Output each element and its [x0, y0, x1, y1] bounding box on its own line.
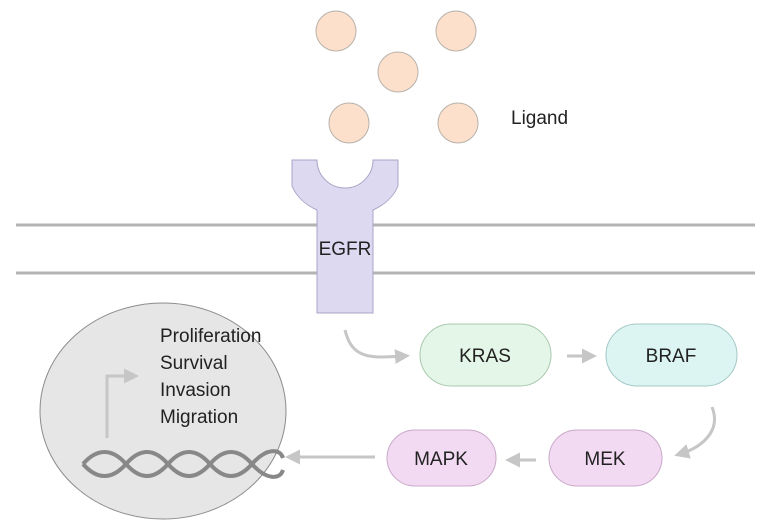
- node-mek: MEK: [548, 429, 663, 487]
- receptor-label: EGFR: [319, 239, 372, 260]
- cell-membrane: [16, 223, 755, 275]
- outcome-migration: Migration: [160, 407, 238, 428]
- node-braf-label: BRAF: [646, 346, 697, 367]
- node-kras: KRAS: [419, 323, 552, 387]
- ligand-group: Ligand: [315, 10, 568, 144]
- node-mapk: MAPK: [386, 429, 497, 487]
- node-kras-label: KRAS: [459, 346, 511, 367]
- ligand-circle: [435, 10, 477, 52]
- egfr-receptor: EGFR: [291, 159, 399, 314]
- node-mapk-box: [386, 429, 497, 487]
- nucleus-ellipse: [39, 302, 287, 520]
- node-braf: BRAF: [605, 323, 738, 387]
- receptor-body: [291, 159, 399, 314]
- ligand-label: Ligand: [511, 108, 568, 129]
- node-mek-label: MEK: [584, 449, 626, 470]
- outcome-proliferation: Proliferation: [160, 326, 261, 347]
- ligand-circle: [328, 102, 370, 144]
- node-mek-box: [548, 429, 663, 487]
- outcome-survival: Survival: [160, 353, 228, 374]
- nucleus: Proliferation Survival Invasion Migratio…: [39, 302, 287, 520]
- signal-arrows: [285, 329, 716, 468]
- node-kras-box: [419, 323, 552, 387]
- ligand-circle: [437, 102, 479, 144]
- outcome-invasion: Invasion: [160, 380, 231, 401]
- ligand-circle: [315, 10, 357, 52]
- dna-strand: [81, 449, 285, 478]
- transcription-arrow: [105, 368, 139, 438]
- node-mapk-label: MAPK: [414, 449, 468, 470]
- outcome-list: Proliferation Survival Invasion Migratio…: [160, 326, 261, 428]
- node-braf-box: [605, 323, 738, 387]
- arrow-egfr-to-kras: [343, 329, 410, 365]
- dna-strand: [81, 450, 285, 479]
- dna-helix: [81, 449, 285, 479]
- ligand-circle: [377, 51, 419, 93]
- arrow-braf-to-mek: [674, 406, 716, 459]
